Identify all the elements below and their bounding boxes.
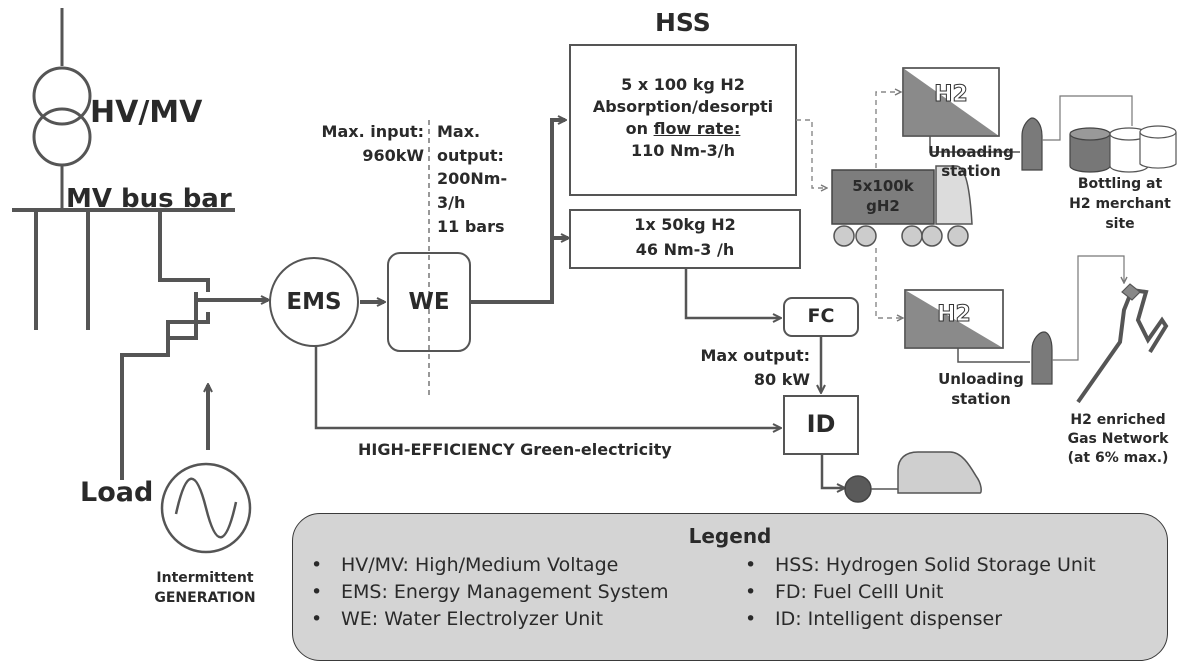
hss-box-small — [569, 209, 801, 269]
h2-unit-bottom — [904, 289, 1004, 349]
legend-item-text: HV/MV: High/Medium Voltage — [341, 554, 619, 576]
unloading-bottom-label-2: station — [951, 390, 1011, 408]
legend-item-text: EMS: Energy Management System — [341, 581, 669, 603]
legend-item-text: WE: Water Electrolyzer Unit — [341, 608, 604, 630]
bottling-label-1: Bottling at — [1077, 176, 1163, 192]
hss-box-large — [569, 44, 797, 196]
h2-top-label: H2 — [934, 82, 969, 108]
gas-network-label-3: (at 6% max.) — [1067, 450, 1169, 466]
hss-box1-line2: Absorption/desorpti — [592, 97, 774, 116]
ems-label: EMS — [286, 289, 342, 315]
legend-bullet: • — [311, 608, 323, 630]
bottling-label-2: H2 merchant — [1069, 196, 1171, 212]
max-output-label-1: Max. — [437, 122, 481, 141]
gas-network-label-1: H2 enriched — [1070, 412, 1166, 428]
fc-output-label-1: Max output: — [700, 346, 810, 365]
legend-bullet: • — [745, 581, 757, 603]
hss-box1-line1: 5 x 100 kg H2 — [621, 75, 745, 94]
legend-box: Legend • HV/MV: High/Medium Voltage • EMS:… — [292, 513, 1168, 661]
id-node — [783, 395, 859, 455]
max-output-label-5: 11 bars — [437, 217, 505, 236]
hss-flow-rate-text: flow rate: — [653, 119, 741, 138]
green-electricity-label: HIGH-EFFICIENCY Green-electricity — [358, 440, 672, 459]
legend-item: • WE: Water Electrolyzer Unit — [311, 606, 669, 633]
legend-item: • ID: Intelligent dispenser — [745, 606, 1096, 633]
tank-top-icon — [1021, 117, 1043, 171]
hss-box2-line2: 46 Nm-3 /h — [635, 240, 735, 259]
legend-item-text: ID: Intelligent dispenser — [775, 608, 1003, 630]
tank-bottom-icon — [1031, 331, 1053, 385]
legend-item: • FD: Fuel Celll Unit — [745, 579, 1096, 606]
hss-box1-line4: 110 Nm-3/h — [630, 141, 736, 160]
hss-title: HSS — [655, 8, 711, 37]
legend-left-list: • HV/MV: High/Medium Voltage • EMS: Energy… — [311, 552, 669, 633]
h2-unit-top — [902, 67, 1000, 137]
fc-output-label-2: 80 kW — [753, 370, 810, 389]
unloading-top-label-2: station — [941, 162, 1001, 180]
legend-item-text: FD: Fuel Celll Unit — [775, 581, 944, 603]
intermittent-label-1: Intermittent — [156, 570, 254, 586]
generator-icon — [160, 462, 252, 554]
hss-box2-line1: 1x 50kg H2 — [634, 215, 736, 234]
legend-bullet: • — [745, 608, 757, 630]
truck-icon — [831, 165, 973, 247]
unloading-top-label-1: Unloading — [928, 143, 1014, 161]
bottling-label-3: site — [1105, 216, 1135, 232]
load-label: Load — [80, 477, 154, 508]
legend-item: • EMS: Energy Management System — [311, 579, 669, 606]
legend-bullet: • — [745, 554, 757, 576]
intermittent-label-2: GENERATION — [154, 590, 256, 606]
hss-box1-line3: on flow rate: — [570, 119, 796, 138]
id-label: ID — [806, 410, 836, 438]
legend-title: Legend — [688, 524, 772, 548]
legend-bullet: • — [311, 581, 323, 603]
max-output-label-3: 200Nm- — [437, 169, 508, 188]
h2-bottom-label: H2 — [937, 302, 972, 328]
legend-item: • HSS: Hydrogen Solid Storage Unit — [745, 552, 1096, 579]
max-input-label-1: Max. input: — [321, 122, 424, 141]
gas-network-label-2: Gas Network — [1067, 431, 1169, 447]
bus-bar — [12, 208, 268, 480]
gas-network-icon — [1076, 283, 1169, 404]
mv-bus-bar-label: MV bus bar — [66, 184, 232, 214]
legend-item-text: HSS: Hydrogen Solid Storage Unit — [775, 554, 1096, 576]
car-icon — [844, 451, 982, 503]
legend-bullet: • — [311, 554, 323, 576]
ems-node — [269, 257, 359, 347]
hss-box1-line3-prefix: on — [625, 119, 654, 138]
max-input-label-2: 960kW — [362, 146, 424, 165]
unloading-bottom-label-1: Unloading — [938, 370, 1024, 388]
legend-right-list: • HSS: Hydrogen Solid Storage Unit • FD: F… — [745, 552, 1096, 633]
fc-label: FC — [807, 305, 835, 327]
truck-label-1: 5x100k — [852, 177, 914, 195]
we-label: WE — [408, 289, 450, 315]
bottling-cylinders-icon — [1069, 125, 1177, 173]
truck-label-2: gH2 — [866, 197, 900, 215]
hv-mv-label: HV/MV — [90, 95, 203, 130]
legend-item: • HV/MV: High/Medium Voltage — [311, 552, 669, 579]
max-output-label-4: 3/h — [437, 193, 466, 212]
transformer-icon — [32, 8, 92, 208]
max-output-label-2: output: — [437, 146, 504, 165]
